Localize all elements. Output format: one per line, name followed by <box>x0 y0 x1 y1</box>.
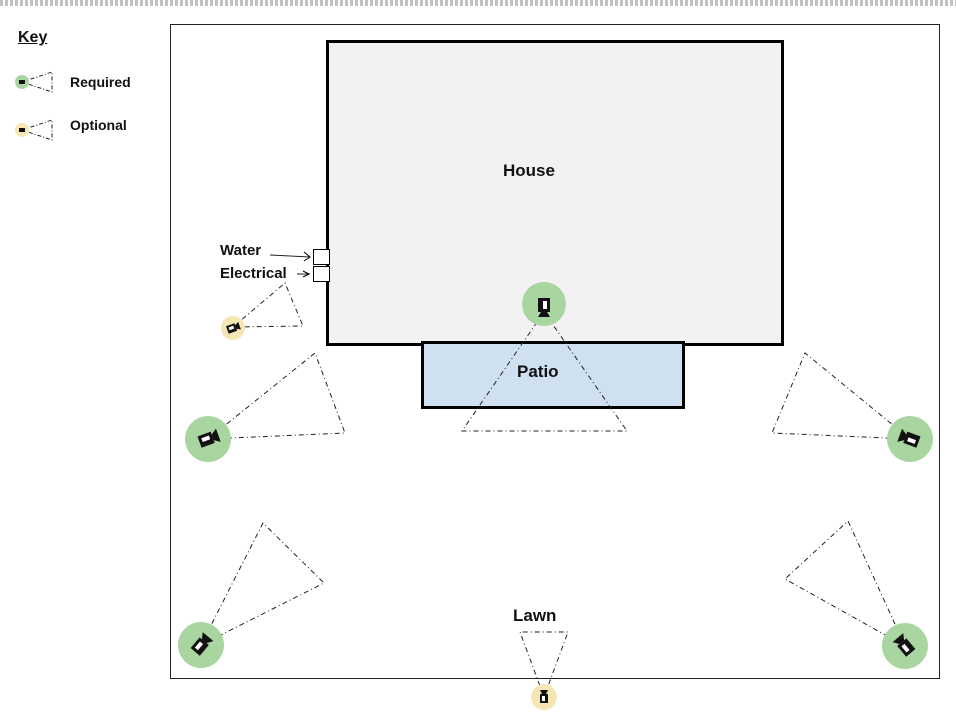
fov-west-middle <box>206 352 346 440</box>
electrical-connection <box>313 266 330 282</box>
key-optional-label: Optional <box>70 117 127 133</box>
camera-house-patio <box>522 282 566 326</box>
lawn-label: Lawn <box>513 606 557 625</box>
camera-icon <box>540 690 548 703</box>
camera-icon <box>538 298 550 317</box>
camera-south-lawn <box>531 684 557 710</box>
key-required-label: Required <box>70 74 131 90</box>
key-optional-icon <box>15 119 53 141</box>
camera-east-middle <box>887 416 933 462</box>
key-title: Key <box>18 29 48 46</box>
camera-icon <box>197 428 221 448</box>
camera-west-near-utilities <box>221 316 245 340</box>
fov-southwest-corner <box>199 522 325 647</box>
fov-southeast-corner <box>784 520 907 648</box>
fov-east-middle <box>771 352 912 440</box>
water-label: Water <box>220 242 262 259</box>
camera-icon <box>892 633 916 657</box>
patio <box>421 341 685 409</box>
camera-southeast-corner <box>882 623 928 669</box>
patio-label: Patio <box>517 362 559 381</box>
water-arrow <box>269 254 311 258</box>
camera-icon <box>190 632 214 656</box>
camera-southwest-corner <box>178 622 224 668</box>
water-connection <box>313 249 330 265</box>
electrical-label: Electrical <box>220 265 287 282</box>
top-border <box>0 0 956 6</box>
key-required-icon <box>15 71 53 93</box>
camera-icon <box>225 321 241 334</box>
fov-west-near-utilities <box>231 282 304 328</box>
camera-icon <box>897 428 921 448</box>
camera-west-middle <box>185 416 231 462</box>
house-label: House <box>503 161 555 180</box>
fov-house-patio <box>461 311 628 432</box>
